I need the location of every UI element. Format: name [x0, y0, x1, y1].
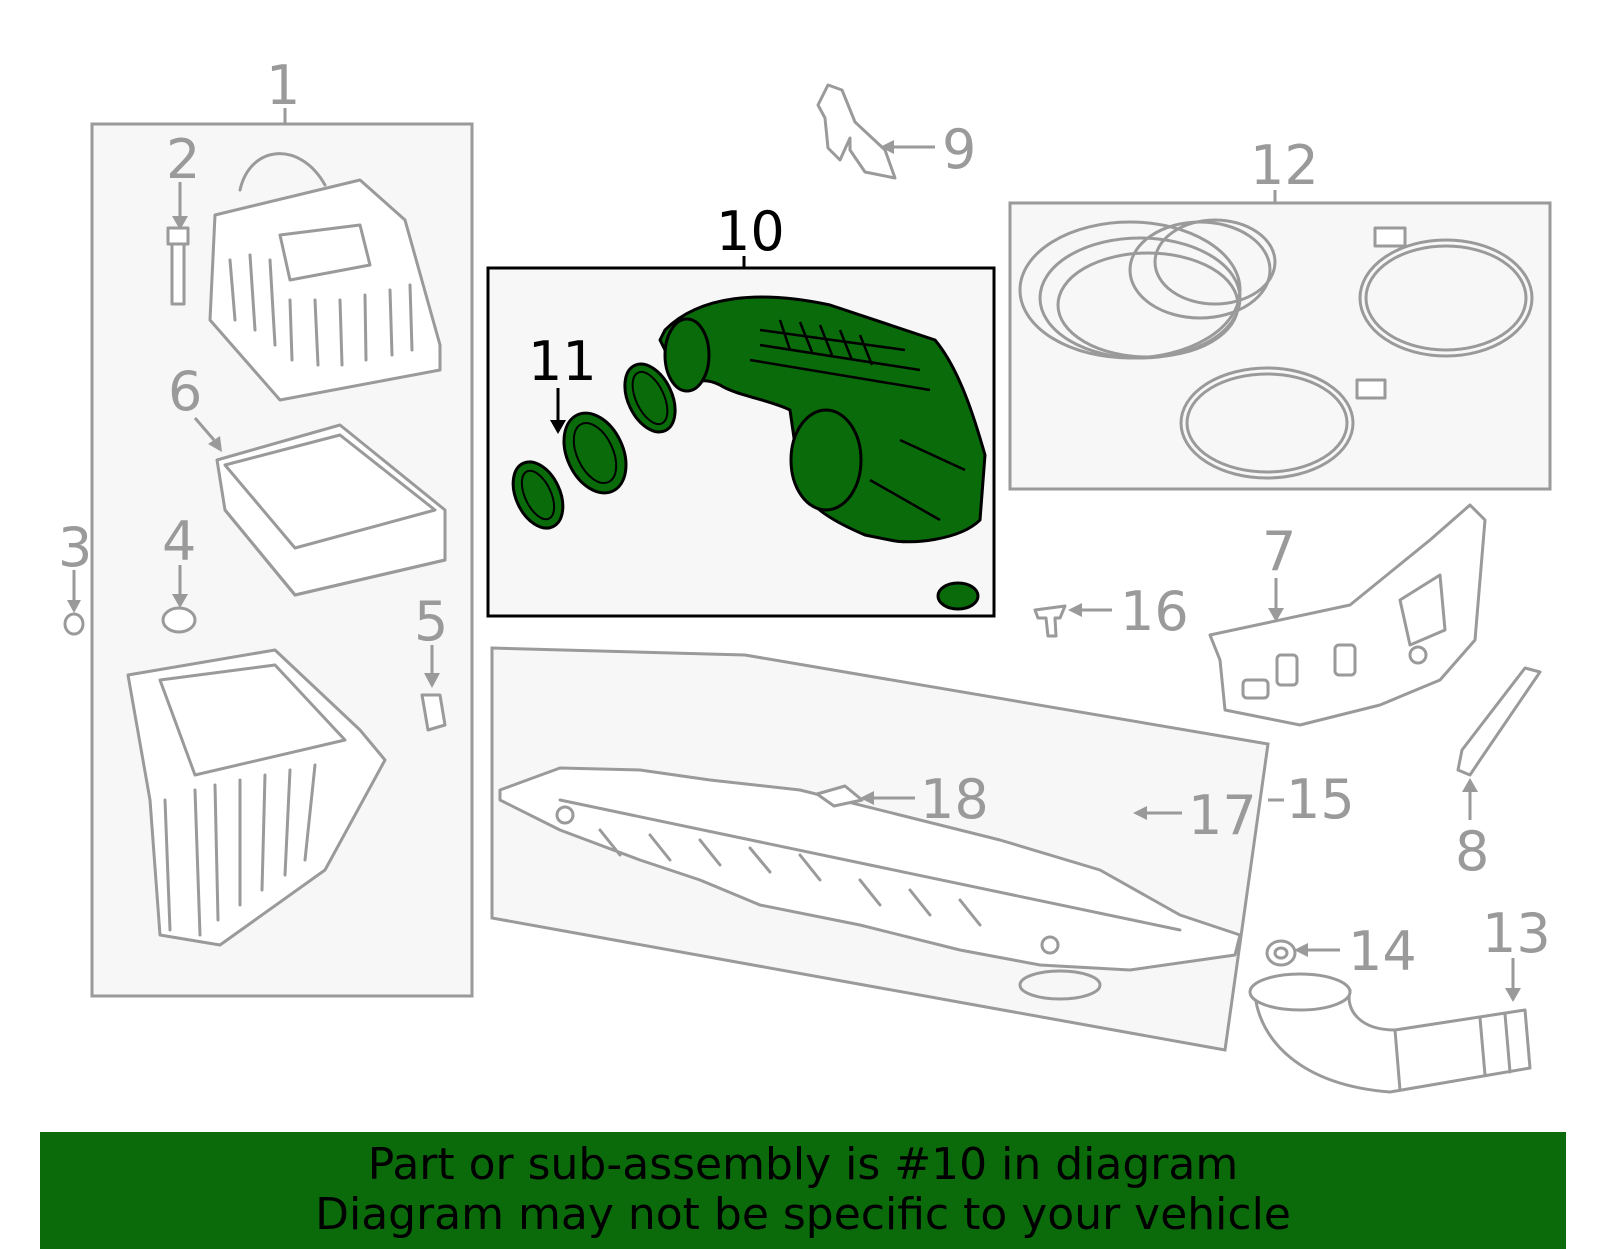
callout-18[interactable]: 18 — [920, 768, 989, 831]
callout-2[interactable]: 2 — [166, 128, 200, 191]
bolt-part-2[interactable] — [166, 226, 190, 306]
callout-8[interactable]: 8 — [1455, 820, 1489, 883]
callout-3[interactable]: 3 — [58, 516, 92, 579]
group-box-12 — [1008, 201, 1552, 491]
banner-line-2: Diagram may not be specific to your vehi… — [315, 1189, 1291, 1240]
callout-17[interactable]: 17 — [1188, 784, 1257, 847]
clamp-ring-lower[interactable] — [1179, 366, 1387, 480]
nut-part-14[interactable] — [1265, 939, 1297, 967]
callout-6[interactable]: 6 — [168, 360, 202, 423]
support-panel-part-7[interactable] — [1208, 503, 1487, 727]
clamp-upper[interactable] — [615, 356, 685, 440]
deflector-panel[interactable] — [498, 766, 1242, 1001]
filter-element[interactable] — [215, 423, 447, 597]
air-intake-duct-highlighted[interactable] — [658, 295, 987, 544]
seal-strip-part-17[interactable] — [515, 669, 1140, 861]
callout-11[interactable]: 11 — [528, 330, 597, 393]
callout-4[interactable]: 4 — [162, 510, 196, 573]
insulator-part-5[interactable] — [420, 693, 447, 732]
callout-1[interactable]: 1 — [266, 54, 300, 117]
clamp-lower[interactable] — [503, 454, 572, 536]
clamp-ring-upper[interactable] — [1358, 226, 1534, 358]
callout-16[interactable]: 16 — [1120, 580, 1189, 643]
callout-7[interactable]: 7 — [1262, 520, 1296, 583]
pad-part-18[interactable] — [815, 784, 864, 808]
banner-line-1: Part or sub-assembly is #10 in diagram — [367, 1139, 1239, 1190]
plug-part-3[interactable] — [63, 612, 85, 636]
callout-5[interactable]: 5 — [414, 590, 448, 653]
duct-hose[interactable] — [1018, 218, 1277, 360]
coupler-part-11[interactable] — [552, 403, 638, 503]
grommet-part-4[interactable] — [161, 606, 197, 634]
callout-14[interactable]: 14 — [1348, 920, 1417, 983]
air-cleaner-housing[interactable] — [126, 648, 387, 947]
callout-13[interactable]: 13 — [1482, 902, 1551, 965]
callout-12[interactable]: 12 — [1250, 134, 1319, 197]
callout-10[interactable]: 10 — [716, 200, 785, 263]
brace-part-8[interactable] — [1456, 666, 1542, 777]
callout-15[interactable]: 15 — [1286, 768, 1355, 831]
nut-highlighted[interactable] — [936, 581, 980, 611]
air-cleaner-cover[interactable] — [208, 152, 442, 402]
info-banner: Part or sub-assembly is #10 in diagram D… — [40, 1132, 1566, 1249]
push-pin-part-16[interactable] — [1033, 604, 1067, 638]
bracket-part-9[interactable] — [816, 83, 897, 180]
callout-9[interactable]: 9 — [942, 118, 976, 181]
duct-elbow-part-13[interactable] — [1248, 972, 1532, 1094]
